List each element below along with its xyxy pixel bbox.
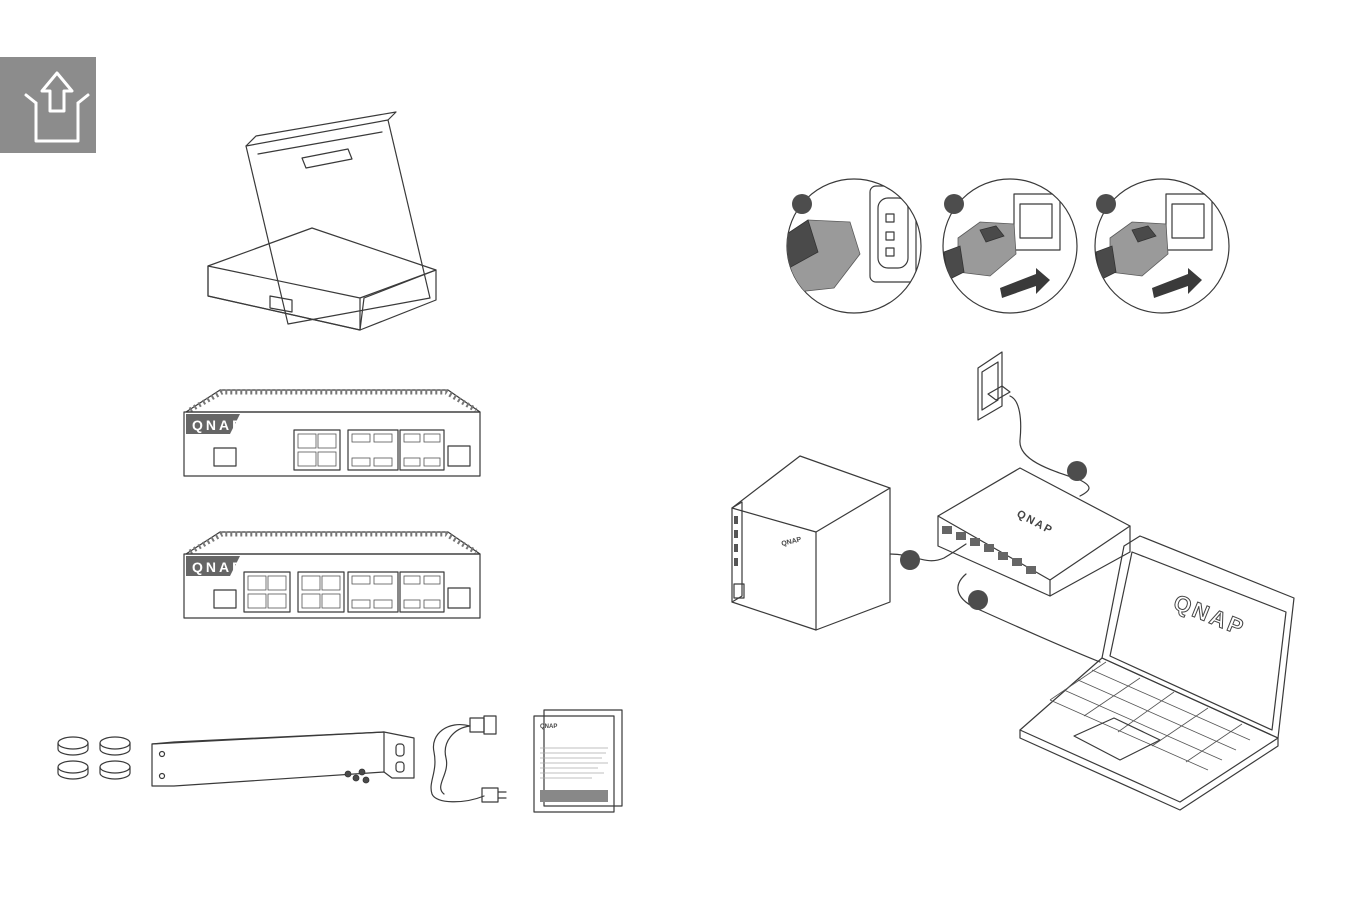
step-3-marker [1096,194,1116,214]
step-2-marker [944,194,964,214]
ethernet-plug-icon [940,176,1080,316]
step-3-ethernet [1092,176,1232,316]
nas-brand: QNAP [781,536,803,548]
power-cord-icon [424,712,514,812]
network-switch-device-icon: QNAP [938,468,1130,596]
network-setup-diagram: QNAP QNAP QNAP [720,340,1300,810]
quick-installation-guide: QNAP [532,708,624,814]
switch-model-b: QNAP [182,528,482,622]
laptop-icon: QNAP [1020,536,1294,810]
svg-text:QNAP: QNAP [192,559,244,575]
step-2-ethernet [940,176,1080,316]
quick-guide-icon: QNAP [532,708,624,814]
callout-1 [1067,461,1087,481]
callout-3 [968,590,988,610]
rack-mount-kit [148,724,418,790]
laptop-brand: QNAP [1170,589,1249,640]
unbox-upload-icon [0,57,96,153]
open-box-icon [200,118,450,338]
step-1-power-socket [784,176,924,316]
connection-diagram: QNAP QNAP QNAP [720,340,1300,810]
wall-outlet-icon [978,352,1010,420]
network-switch-icon: QNAP [182,528,482,622]
rubber-feet [55,736,135,782]
nas-device-icon: QNAP [732,456,890,630]
svg-text:QNAP: QNAP [192,417,244,433]
switch-brand: QNAP [1015,508,1056,537]
package-box [200,118,450,338]
ethernet-plug-icon [1092,176,1232,316]
power-cord [424,712,514,812]
power-plug-socket-icon [784,176,924,316]
callout-2 [900,550,920,570]
guide-brand: QNAP [540,724,557,730]
switch-model-a: QNAP [182,386,482,480]
unbox-badge [0,57,96,153]
step-1-marker [792,194,812,214]
bracket-and-screws-icon [148,724,418,790]
rubber-feet-icon [55,736,135,782]
network-switch-icon: QNAP [182,386,482,480]
